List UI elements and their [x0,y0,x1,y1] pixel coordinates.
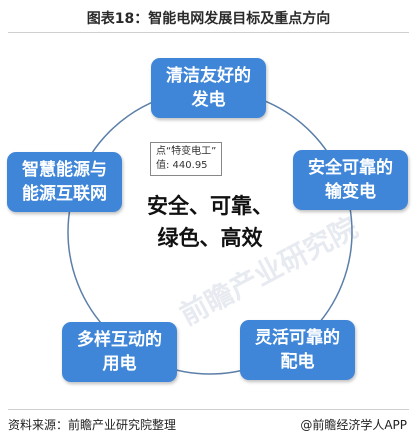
goal-clean-generation-line2: 发电 [191,90,226,110]
core-goals-text: 安全、可靠、 绿色、高效 [130,190,290,254]
goal-smart-energy-internet-line2: 能源互联网 [22,184,107,204]
goal-smart-energy-internet[interactable]: 智慧能源与 能源互联网 [7,152,122,212]
tooltip-value: 值: 440.95 [156,160,208,171]
source-note: 资料来源：前瞻产业研究院整理 [8,418,177,432]
goal-interactive-consumption[interactable]: 多样互动的 用电 [62,322,177,382]
brand-credit: @前瞻经济学人APP [300,418,407,432]
tooltip-series: 点“特变电工” [156,146,217,157]
goal-flexible-distribution-line2: 配电 [280,352,315,372]
goal-flexible-distribution[interactable]: 灵活可靠的 配电 [240,320,355,380]
chart-title: 图表18：智能电网发展目标及重点方向 [86,11,331,27]
goal-interactive-consumption-line1: 多样互动的 [77,330,162,350]
goal-interactive-consumption-line2: 用电 [102,354,137,374]
goal-flexible-distribution-line1: 灵活可靠的 [255,328,340,348]
core-goals-line2: 绿色、高效 [157,226,263,250]
core-goals-line1: 安全、可靠、 [147,194,273,218]
goal-smart-energy-internet-line1: 智慧能源与 [22,160,107,180]
goal-safe-transmission[interactable]: 安全可靠的 输变电 [293,150,408,210]
footer-divider [8,409,409,410]
goal-clean-generation-line1: 清洁友好的 [166,66,251,86]
goal-clean-generation[interactable]: 清洁友好的 发电 [151,58,266,118]
data-tooltip: 点“特变电工” 值: 440.95 [150,142,223,176]
goal-safe-transmission-line1: 安全可靠的 [308,158,393,178]
goal-safe-transmission-line2: 输变电 [325,182,376,202]
title-divider [8,32,409,33]
